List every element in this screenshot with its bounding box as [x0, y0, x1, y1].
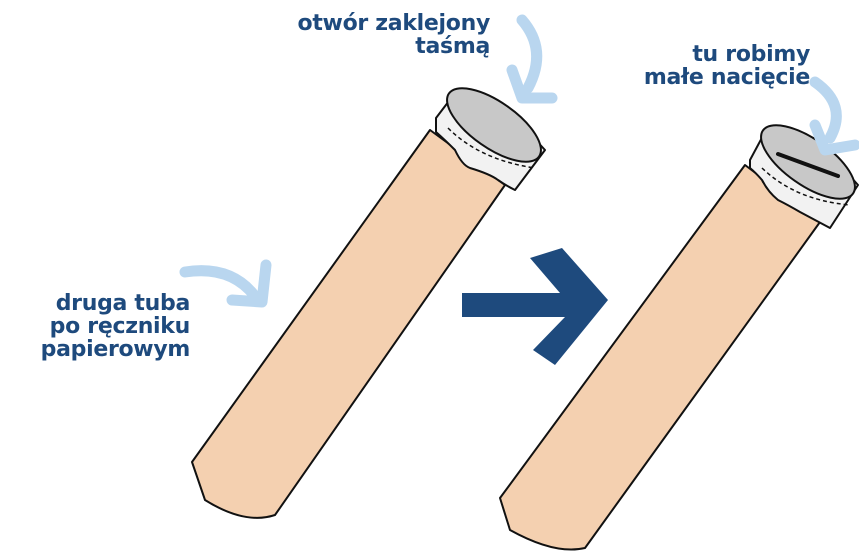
- label-line: tu robimy: [560, 43, 810, 66]
- label-line: druga tuba: [0, 292, 190, 315]
- label-line: papierowym: [0, 338, 190, 361]
- label-line: otwór zaklejony: [150, 12, 490, 35]
- right-arrow-icon: [462, 248, 608, 365]
- label-line: taśmą: [150, 35, 490, 58]
- label-small-cut: tu robimy małe nacięcie: [560, 43, 810, 89]
- left-tube-body: [192, 130, 505, 518]
- label-second-tube: druga tuba po ręczniku papierowym: [0, 292, 190, 361]
- label-line: po ręczniku: [0, 315, 190, 338]
- label-tape-hole: otwór zaklejony taśmą: [150, 12, 490, 58]
- label-line: małe nacięcie: [560, 66, 810, 89]
